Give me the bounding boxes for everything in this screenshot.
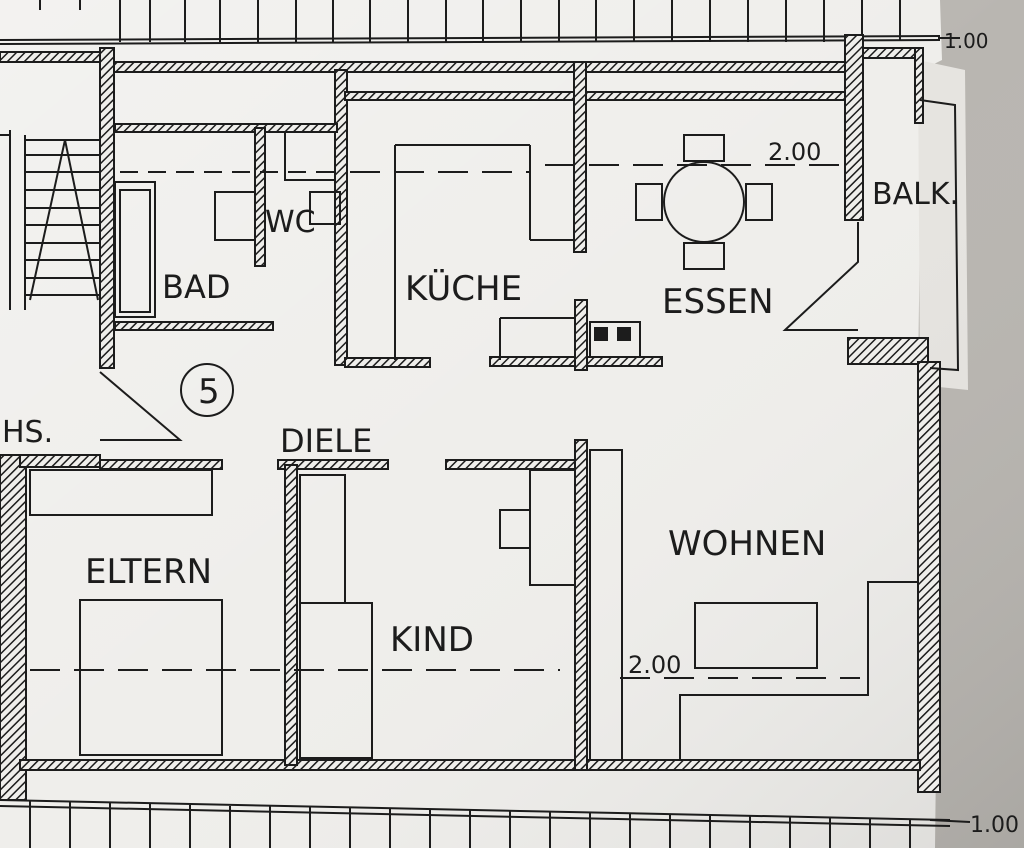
label-kueche: KÜCHE xyxy=(405,268,522,309)
exterior-walls xyxy=(0,34,941,801)
label-wc: WC xyxy=(265,205,316,240)
label-kind: KIND xyxy=(390,620,474,660)
label-diele: DIELE xyxy=(280,422,372,460)
dimension-bottom-right: 1.00 xyxy=(970,813,1019,838)
label-wohnen: WOHNEN xyxy=(668,524,826,564)
dimension-wohnen: 2.00 xyxy=(628,651,681,679)
fixtures xyxy=(29,37,971,823)
label-treppenhaus-fragment: HS. xyxy=(2,415,53,450)
room-labels: 5 BAD WC KÜCHE ESSEN BALK. DIELE ELTERN … xyxy=(2,29,1019,838)
label-essen: ESSEN xyxy=(662,282,774,322)
roof-tiles-bottom xyxy=(0,799,951,848)
label-balkon: BALK. xyxy=(872,177,959,212)
staircase xyxy=(0,130,100,310)
roof-tiles-top xyxy=(0,0,941,45)
label-bad: BAD xyxy=(162,268,230,306)
label-eltern: ELTERN xyxy=(85,552,212,592)
apartment-number: 5 xyxy=(198,372,220,412)
interior-walls xyxy=(99,61,846,771)
dimension-essen: 2.00 xyxy=(768,138,821,166)
dimension-top-right: 1.00 xyxy=(944,29,989,53)
